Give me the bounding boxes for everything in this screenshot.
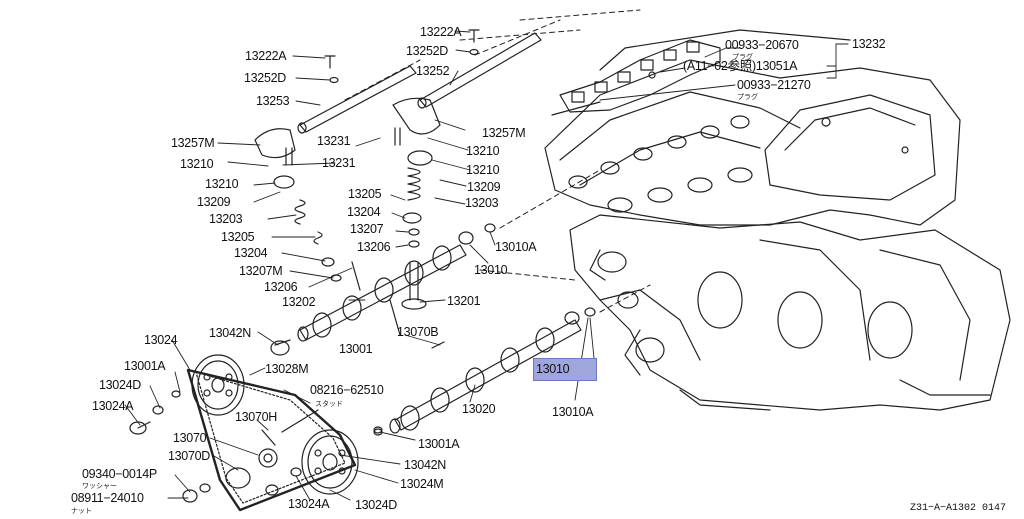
cam-pulley-upper	[192, 355, 244, 415]
part-label-13207-r[interactable]: 13207	[350, 222, 384, 236]
part-label-13001a-left[interactable]: 13001A	[124, 359, 166, 373]
part-label-00933-21270[interactable]: 00933−21270	[737, 78, 811, 92]
part-label-13024[interactable]: 13024	[144, 333, 178, 347]
part-label-13010[interactable]: 13010	[474, 263, 508, 277]
note-nut: ナット	[71, 507, 92, 515]
part-label-13209-r[interactable]: 13209	[467, 180, 501, 194]
part-label-13024d-bot[interactable]: 13024D	[355, 498, 397, 512]
part-label-13209[interactable]: 13209	[197, 195, 231, 209]
part-label-13232[interactable]: 13232	[852, 37, 886, 51]
part-label-13010a-top[interactable]: 13010A	[495, 240, 537, 254]
part-label-08216-62510[interactable]: 08216−62510	[310, 383, 384, 397]
part-label-13210-r[interactable]: 13210	[466, 163, 500, 177]
camshaft-upper	[271, 224, 495, 355]
part-label-09340-0014p[interactable]: 09340−0014P	[82, 467, 157, 481]
diagram-reference-code: Z31−A−A1302 0147	[910, 503, 1007, 514]
part-label-13028m[interactable]: 13028M	[265, 362, 309, 376]
leader-lines	[125, 31, 595, 500]
part-label-13252[interactable]: 13252	[416, 64, 450, 78]
part-label-13257m-left[interactable]: 13257M	[171, 136, 215, 150]
part-label-13051a[interactable]: (A11−02参照)13051A	[683, 59, 798, 73]
note-washer: ワッシャー	[82, 482, 117, 490]
part-label-13253[interactable]: 13253	[256, 94, 290, 108]
part-label-13070h[interactable]: 13070H	[235, 410, 277, 424]
part-label-13205-r[interactable]: 13205	[348, 187, 382, 201]
part-label-13257m-right[interactable]: 13257M	[482, 126, 526, 140]
alignment-lines	[345, 10, 650, 312]
part-label-13205[interactable]: 13205	[221, 230, 255, 244]
cam-pulley-lower	[302, 430, 358, 494]
part-label-13204[interactable]: 13204	[234, 246, 268, 260]
note-plug-2: プラグ	[737, 93, 758, 101]
part-label-08911-24010[interactable]: 08911−24010	[71, 491, 144, 505]
part-label-13024a-bot[interactable]: 13024A	[288, 497, 330, 511]
part-label-13207m[interactable]: 13207M	[239, 264, 283, 278]
part-label-13210-c[interactable]: 13210	[205, 177, 239, 191]
part-label-13070b[interactable]: 13070B	[397, 325, 439, 339]
part-label-13020[interactable]: 13020	[462, 402, 496, 416]
part-label-13231-left[interactable]: 13231	[322, 156, 356, 170]
part-label-13001[interactable]: 13001	[339, 342, 373, 356]
rocker-arms	[255, 98, 440, 165]
part-label-13070d[interactable]: 13070D	[168, 449, 210, 463]
plug-manifold	[552, 30, 850, 115]
tensioner	[226, 430, 278, 495]
part-label-13204-r[interactable]: 13204	[347, 205, 381, 219]
part-label-13222a-top[interactable]: 13222A	[420, 25, 462, 39]
part-label-13206[interactable]: 13206	[264, 280, 298, 294]
part-label-13042n-top[interactable]: 13042N	[209, 326, 251, 340]
part-label-13042n-bot[interactable]: 13042N	[404, 458, 446, 472]
rocker-shaft-upper	[298, 33, 541, 133]
part-label-13210-b[interactable]: 13210	[180, 157, 214, 171]
note-stud: スタッド	[315, 400, 343, 408]
part-label-13010-highlighted[interactable]: 13010	[536, 362, 570, 376]
part-label-13252d-top[interactable]: 13252D	[406, 44, 448, 58]
part-label-13210-a[interactable]: 13210	[466, 144, 500, 158]
part-label-13024m[interactable]: 13024M	[400, 477, 444, 491]
part-label-13201[interactable]: 13201	[447, 294, 481, 308]
engine-block	[545, 60, 1010, 410]
part-label-13202[interactable]: 13202	[282, 295, 316, 309]
part-label-13222a[interactable]: 13222A	[245, 49, 287, 63]
part-label-13203-r[interactable]: 13203	[465, 196, 499, 210]
bracket-13232	[600, 44, 848, 100]
part-label-13231-mid[interactable]: 13231	[317, 134, 351, 148]
part-label-13203[interactable]: 13203	[209, 212, 243, 226]
part-label-00933-20670[interactable]: 00933−20670	[725, 38, 799, 52]
part-label-13206-r[interactable]: 13206	[357, 240, 391, 254]
camshaft-lower	[374, 308, 595, 435]
highlight-box	[533, 358, 597, 381]
part-label-13024a-left[interactable]: 13024A	[92, 399, 134, 413]
note-plug-1: プラグ	[732, 53, 753, 61]
valve-spring-stack-center	[390, 151, 432, 335]
part-label-13024d-left[interactable]: 13024D	[99, 378, 141, 392]
part-label-13070[interactable]: 13070	[173, 431, 207, 445]
part-label-13001a-bot[interactable]: 13001A	[418, 437, 460, 451]
part-label-13010a-bot[interactable]: 13010A	[552, 405, 594, 419]
part-label-13252d[interactable]: 13252D	[244, 71, 286, 85]
